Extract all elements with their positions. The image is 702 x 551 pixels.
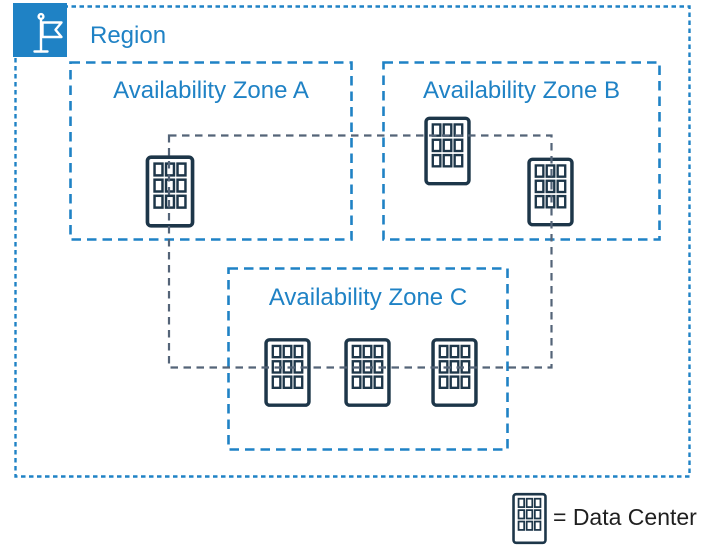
zone-c-boundary — [227, 267, 509, 451]
region-label: Region — [90, 22, 167, 49]
zone-b-label: Availability Zone B — [423, 77, 620, 104]
data-center-icon-zone-b-1 — [424, 116, 471, 186]
zone-c-label: Availability Zone C — [268, 284, 468, 311]
legend-label: = Data Center — [553, 504, 697, 530]
data-center-icon-legend — [512, 492, 547, 545]
region-boundary — [14, 5, 691, 478]
data-center-icon-zone-c-3 — [431, 338, 478, 407]
zone-a-boundary — [69, 61, 353, 241]
zone-b-boundary — [382, 61, 661, 241]
flag-icon — [13, 3, 67, 57]
zone-a-label: Availability Zone A — [113, 77, 309, 104]
data-center-icon-zone-c-1 — [264, 338, 311, 407]
network-connection-lines — [167, 134, 553, 369]
data-center-icon-zone-c-2 — [344, 338, 391, 407]
